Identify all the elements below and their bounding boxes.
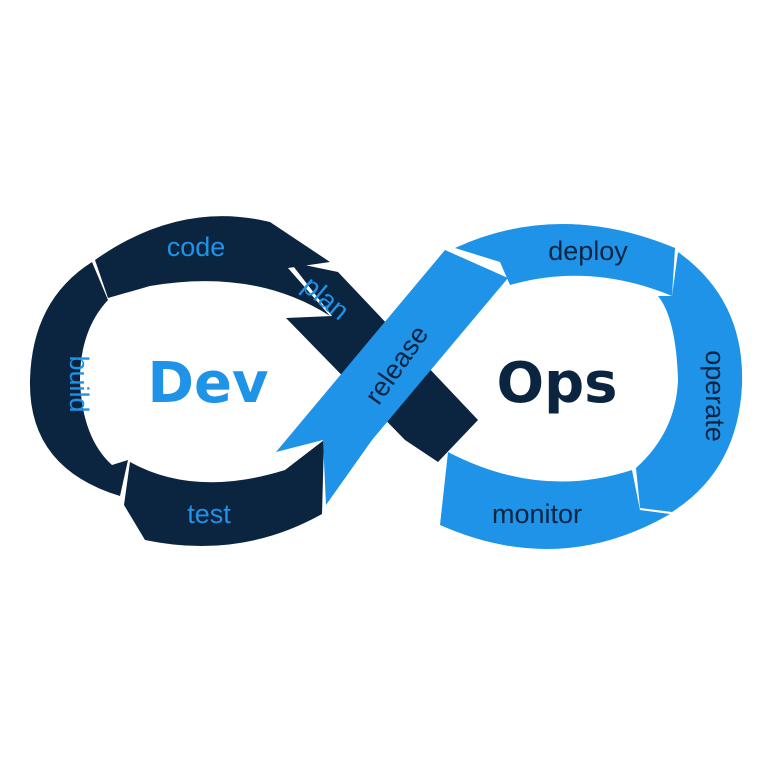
segment-test — [124, 440, 324, 547]
title-dev: Dev — [148, 351, 269, 416]
label-monitor: monitor — [492, 499, 582, 529]
segment-operate — [636, 252, 743, 512]
segment-code — [95, 216, 330, 316]
label-code: code — [167, 232, 226, 262]
label-build: build — [64, 355, 94, 412]
label-deploy: deploy — [548, 236, 628, 266]
segment-release — [276, 250, 508, 505]
segment-build — [29, 262, 128, 496]
segment-deploy — [455, 224, 675, 296]
title-ops: Ops — [496, 351, 617, 416]
segment-monitor — [440, 452, 670, 550]
label-test: test — [187, 499, 231, 529]
label-operate: operate — [700, 350, 730, 442]
